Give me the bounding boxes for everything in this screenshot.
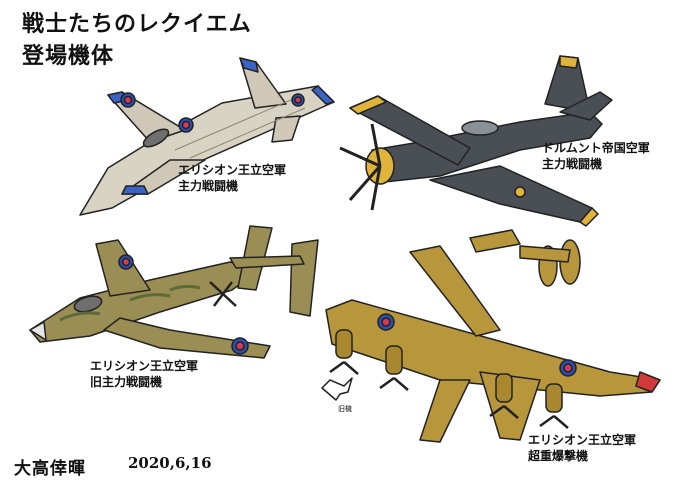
- caption-elysion-bomber: エリシオン王立空軍 超重爆撃機: [528, 433, 637, 463]
- author-signature: 大高倖暉: [14, 459, 86, 479]
- date-label: 2020,6,16: [128, 454, 212, 472]
- elysion-old-fighter-drawing: [29, 225, 319, 359]
- elysion-heavy-bomber-drawing: [321, 229, 661, 443]
- caption-dortmund-fighter: ドルムント帝国空軍 主力戦闘機: [542, 141, 650, 171]
- page-subtitle: 登場機体: [22, 43, 115, 69]
- caption-elysion-jet: エリシオン王立空軍 主力戦闘機: [178, 163, 287, 193]
- caption-elysion-old-fighter: エリシオン王立空軍 旧主力戦闘機: [90, 359, 199, 389]
- page-title: 戦士たちのレクイエム: [22, 11, 252, 37]
- elysion-jet-fighter-drawing: [79, 57, 335, 216]
- dortmund-prop-fighter-drawing: [339, 55, 613, 227]
- scale-note: 旧機: [338, 405, 352, 413]
